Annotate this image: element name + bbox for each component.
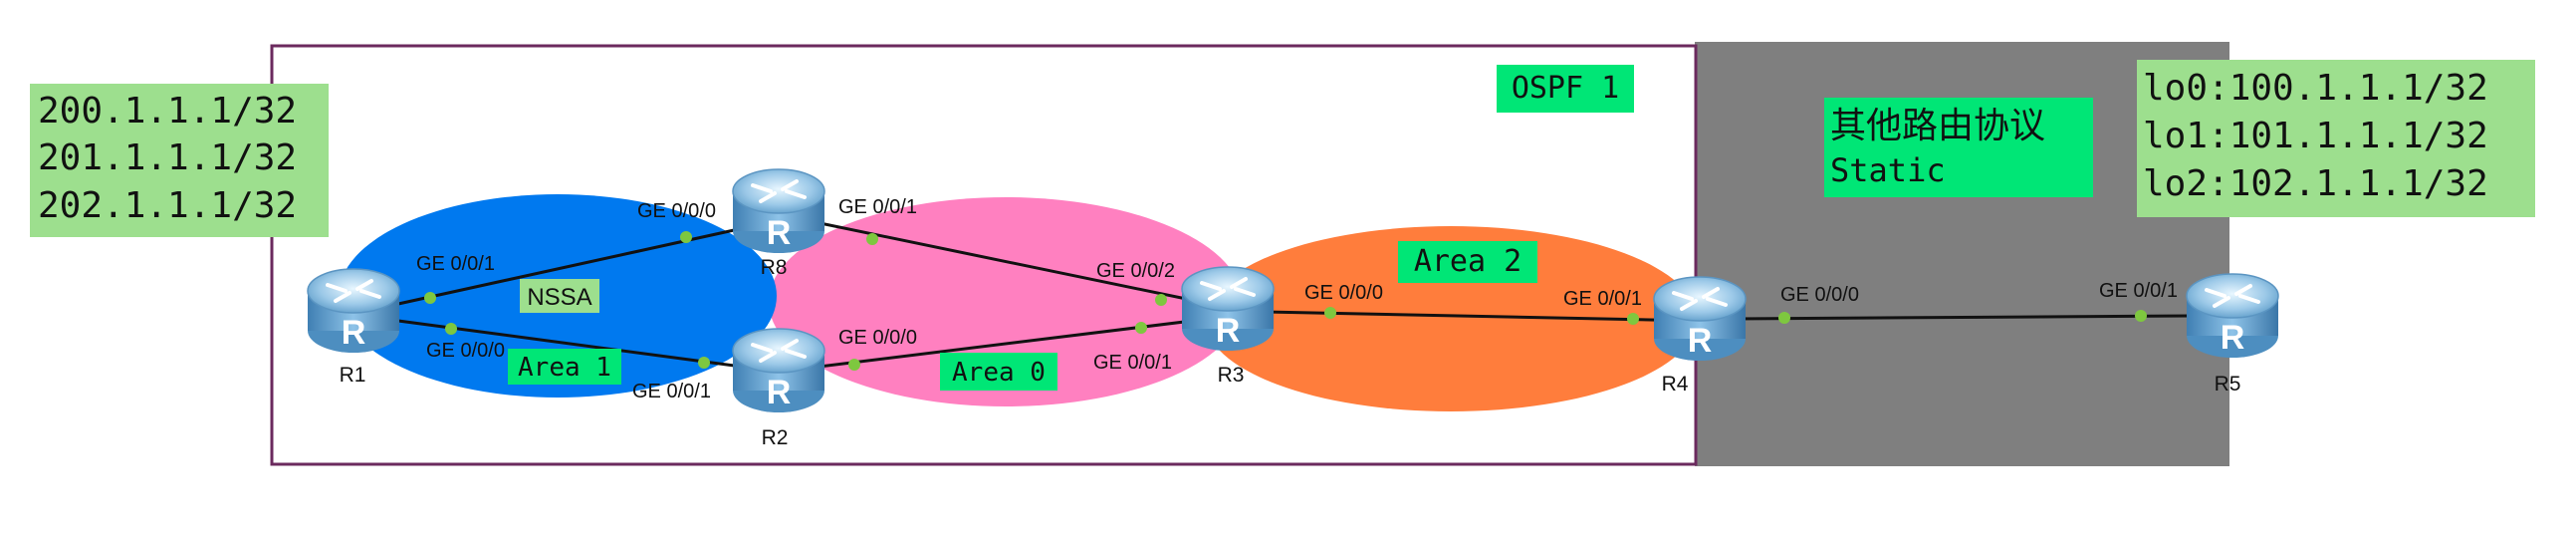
- router-r1[interactable]: R: [306, 267, 401, 355]
- link-r1-r8: [397, 223, 758, 306]
- router-r8[interactable]: R: [731, 167, 826, 255]
- link-dots: [424, 231, 2147, 371]
- iface-r3-r4-r3side: GE 0/0/0: [1304, 282, 1383, 304]
- nssa-label-bg: [520, 279, 599, 313]
- dot-r4-r5-r4side: [1778, 312, 1790, 324]
- other-protocol-label-line1: 其他路由协议: [1830, 106, 2045, 146]
- iface-r2-r3-r2side: GE 0/0/0: [838, 327, 917, 349]
- router-r3-icon-letter: R: [1216, 312, 1241, 350]
- dot-r1-r2-r1side: [445, 323, 457, 335]
- area1-label-bg: [508, 349, 621, 385]
- ospf-region-border: [270, 44, 1698, 466]
- router-r5[interactable]: R: [2185, 272, 2280, 360]
- router-r1-label: R1: [340, 364, 366, 387]
- r5-loopback-1: lo0:100.1.1.1/32: [2143, 68, 2488, 109]
- ospf-label: OSPF 1: [1512, 71, 1619, 106]
- link-r4-r5: [1732, 314, 2192, 321]
- iface-r8-r3-r8side: GE 0/0/1: [838, 196, 917, 218]
- router-r4[interactable]: R: [1652, 275, 1748, 363]
- router-r3[interactable]: R: [1180, 265, 1276, 353]
- dot-r3-r4-r3side: [1324, 307, 1336, 319]
- link-r3-r4: [1264, 310, 1699, 323]
- router-r3-label: R3: [1218, 364, 1245, 387]
- dot-r8-r3-r8side: [866, 233, 878, 245]
- link-r8-r3: [776, 212, 1226, 309]
- iface-r2-r3-r3side: GE 0/0/1: [1093, 352, 1172, 374]
- iface-r1-r8-r1side: GE 0/0/1: [416, 253, 495, 275]
- r1-loopback-1: 200.1.1.1/32: [38, 91, 297, 132]
- link-r1-r2: [397, 319, 758, 371]
- dot-r4-r5-r5side: [2135, 310, 2147, 322]
- ospf-label-bg: [1497, 65, 1634, 113]
- router-r2-label: R2: [762, 426, 789, 449]
- area2-ellipse: [1205, 226, 1697, 411]
- area0-ellipse: [769, 197, 1243, 406]
- router-r5-label: R5: [2215, 373, 2241, 396]
- area1-label: Area 1: [518, 353, 611, 383]
- router-r8-label: R8: [761, 256, 788, 279]
- iface-r1-r2-r2side: GE 0/0/1: [632, 381, 711, 402]
- nssa-label: NSSA: [527, 284, 591, 311]
- router-r1-icon-letter: R: [342, 314, 366, 352]
- links: [397, 212, 2192, 373]
- router-r8-icon-letter: R: [767, 214, 792, 252]
- dot-r2-r3-r3side: [1135, 322, 1147, 334]
- r1-loopback-3: 202.1.1.1/32: [38, 185, 297, 226]
- other-protocol-label-bg: [1824, 98, 2093, 197]
- area2-label: Area 2: [1414, 244, 1522, 279]
- area0-label: Area 0: [952, 358, 1046, 388]
- router-r4-icon-letter: R: [1688, 322, 1713, 360]
- dot-r3-r4-r4side: [1627, 313, 1639, 325]
- router-r5-icon-letter: R: [2221, 319, 2245, 357]
- area2-label-bg: [1398, 241, 1537, 283]
- dot-r8-r3-r3side: [1155, 294, 1167, 306]
- dot-r1-r8-r8side: [680, 231, 692, 243]
- dot-r1-r2-r2side: [698, 357, 710, 369]
- r1-loopback-2: 201.1.1.1/32: [38, 137, 297, 178]
- other-protocol-label-line2: Static: [1830, 151, 1946, 189]
- router-r2-icon-letter: R: [767, 374, 792, 411]
- iface-r8-r3-r3side: GE 0/0/2: [1096, 260, 1175, 282]
- area0-label-bg: [940, 353, 1057, 391]
- r5-loopback-3: lo2:102.1.1.1/32: [2143, 163, 2488, 204]
- r5-loopback-2: lo1:101.1.1.1/32: [2143, 116, 2488, 156]
- link-r2-r3: [786, 315, 1226, 373]
- iface-r4-r5-r5side: GE 0/0/1: [2099, 280, 2178, 302]
- r1-loopbacks-box: [30, 84, 329, 237]
- iface-r4-r5-r4side: GE 0/0/0: [1780, 284, 1859, 306]
- iface-r1-r2-r1side: GE 0/0/0: [426, 340, 505, 362]
- router-r2[interactable]: R: [731, 327, 826, 414]
- iface-r1-r8-r8side: GE 0/0/0: [637, 200, 716, 222]
- iface-r3-r4-r4side: GE 0/0/1: [1563, 288, 1642, 310]
- r5-loopbacks-box: [2137, 60, 2535, 217]
- dot-r1-r8-r1side: [424, 292, 436, 304]
- router-r4-label: R4: [1662, 373, 1689, 396]
- dot-r2-r3-r2side: [848, 359, 860, 371]
